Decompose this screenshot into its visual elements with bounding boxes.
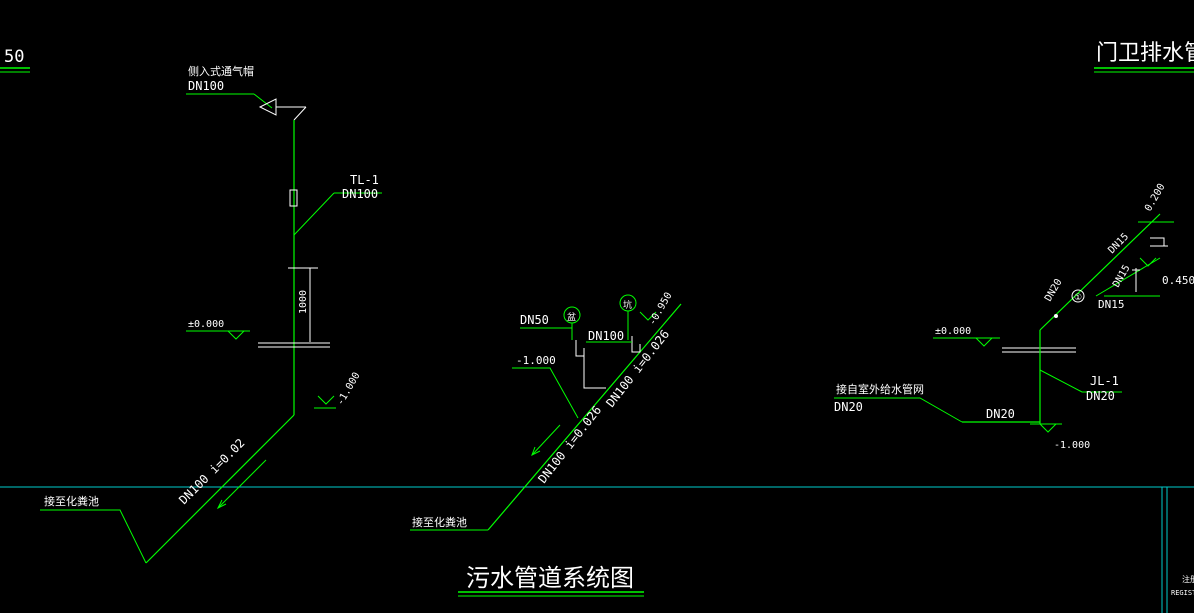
toilet-size: DN100 <box>588 329 624 343</box>
left-scale: 50 <box>0 47 30 73</box>
sewage-system: DN100 i=0.026 DN100 i=0.026 盆 DN50 坑 DN1… <box>410 291 682 531</box>
cleanout-icon <box>289 189 298 207</box>
floor-level: ±0.000 <box>188 319 224 330</box>
ws-riser-size: DN20 <box>1086 389 1115 403</box>
level-top: -0.950 <box>647 291 675 328</box>
vent-cap-label: 侧入式通气帽 <box>188 64 254 78</box>
dim-height: 1000 <box>298 290 309 314</box>
svg-text:注册: 注册 <box>1182 574 1194 584</box>
ws-upper-level: 0.200 <box>1143 182 1168 214</box>
drawing-title: 污水管道系统图 <box>466 564 634 592</box>
ws-right-level: 0.450 <box>1162 274 1194 287</box>
registration-stamp: 注册 REGIST <box>1171 574 1194 597</box>
ws-bottom-level: -1.000 <box>1054 440 1090 451</box>
to-tank-label: 接至化粪池 <box>44 494 99 508</box>
water-meter-icon <box>1071 289 1085 303</box>
sewage-to-tank: 接至化粪池 <box>412 515 467 529</box>
ws-from-network: 接自室外给水管网 <box>836 382 924 396</box>
ws-lower-size: DN15 <box>1098 298 1125 311</box>
ws-riser-name: JL-1 <box>1090 374 1119 388</box>
svg-text:门卫排水管: 门卫排水管 <box>1096 41 1194 66</box>
water-supply-system: ±0.000 DN20 接自室外给水管网 DN20 -1.000 JL-1 DN… <box>834 182 1194 451</box>
ws-branch-size: DN20 <box>1043 277 1065 303</box>
sink-size: DN50 <box>520 313 549 327</box>
riser-name: TL-1 <box>350 173 379 187</box>
vent-cap-icon <box>258 98 277 116</box>
svg-text:REGIST: REGIST <box>1171 589 1194 597</box>
svg-text:①: ① <box>1074 293 1082 303</box>
ws-horizontal: DN20 <box>986 407 1015 421</box>
ws-floor-level: ±0.000 <box>935 326 971 337</box>
svg-text:盆: 盆 <box>567 311 576 323</box>
sewage-main-pipe <box>487 303 682 531</box>
vent-cap-size: DN100 <box>188 79 224 93</box>
drainage-system: 侧入式通气帽 DN100 TL-1 DN100 1000 ±0.000 -1.0… <box>40 64 382 564</box>
pipe-lower-label: DN100 i=0.026 <box>535 403 604 486</box>
svg-text:50: 50 <box>4 47 24 67</box>
svg-text:坑: 坑 <box>623 299 632 311</box>
drawing-title-block: 污水管道系统图 <box>458 564 644 597</box>
outlet-level: -1.000 <box>335 371 363 408</box>
level-bottom: -1.000 <box>516 354 556 367</box>
right-title: 门卫排水管 <box>1094 41 1194 73</box>
drain-main-pipe <box>145 414 295 564</box>
ws-upper-size: DN15 <box>1106 231 1131 256</box>
ws-from-size: DN20 <box>834 400 863 414</box>
drawing-frame <box>0 486 1194 613</box>
riser-size: DN100 <box>342 187 378 201</box>
valve-dot-icon <box>1054 314 1058 318</box>
